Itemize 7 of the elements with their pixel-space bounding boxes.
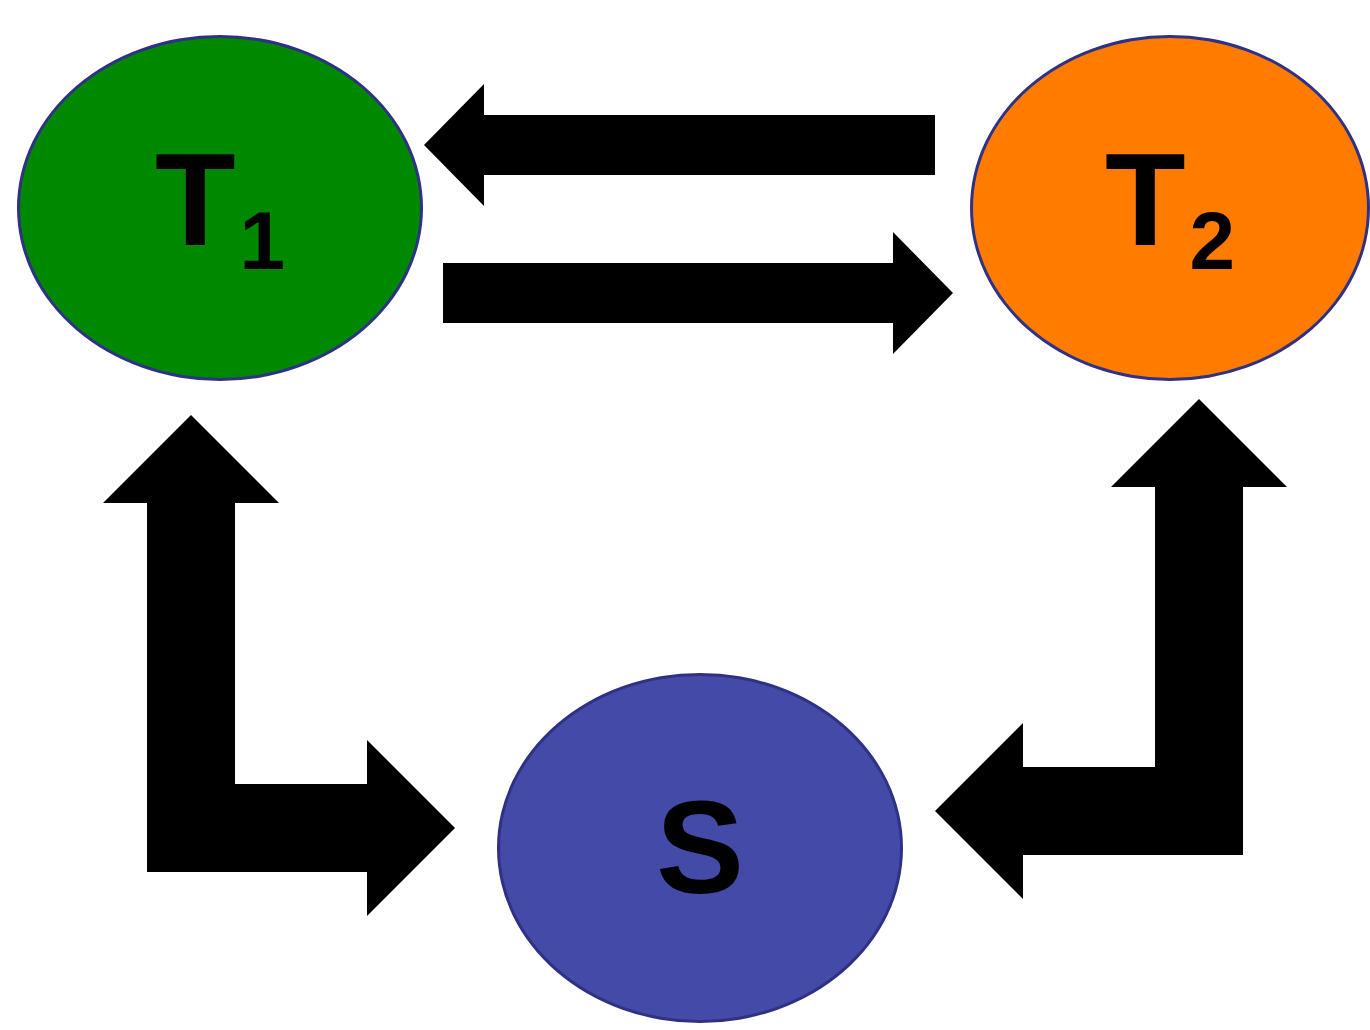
- block-arrow: [935, 399, 1287, 899]
- block-arrow: [443, 232, 953, 354]
- node-label: T$_{2}$: [1104, 133, 1236, 283]
- node-label: S: [655, 782, 744, 914]
- block-arrow: [424, 84, 935, 206]
- block-arrow: [103, 415, 455, 916]
- node-label: T$_{1}$: [154, 133, 286, 283]
